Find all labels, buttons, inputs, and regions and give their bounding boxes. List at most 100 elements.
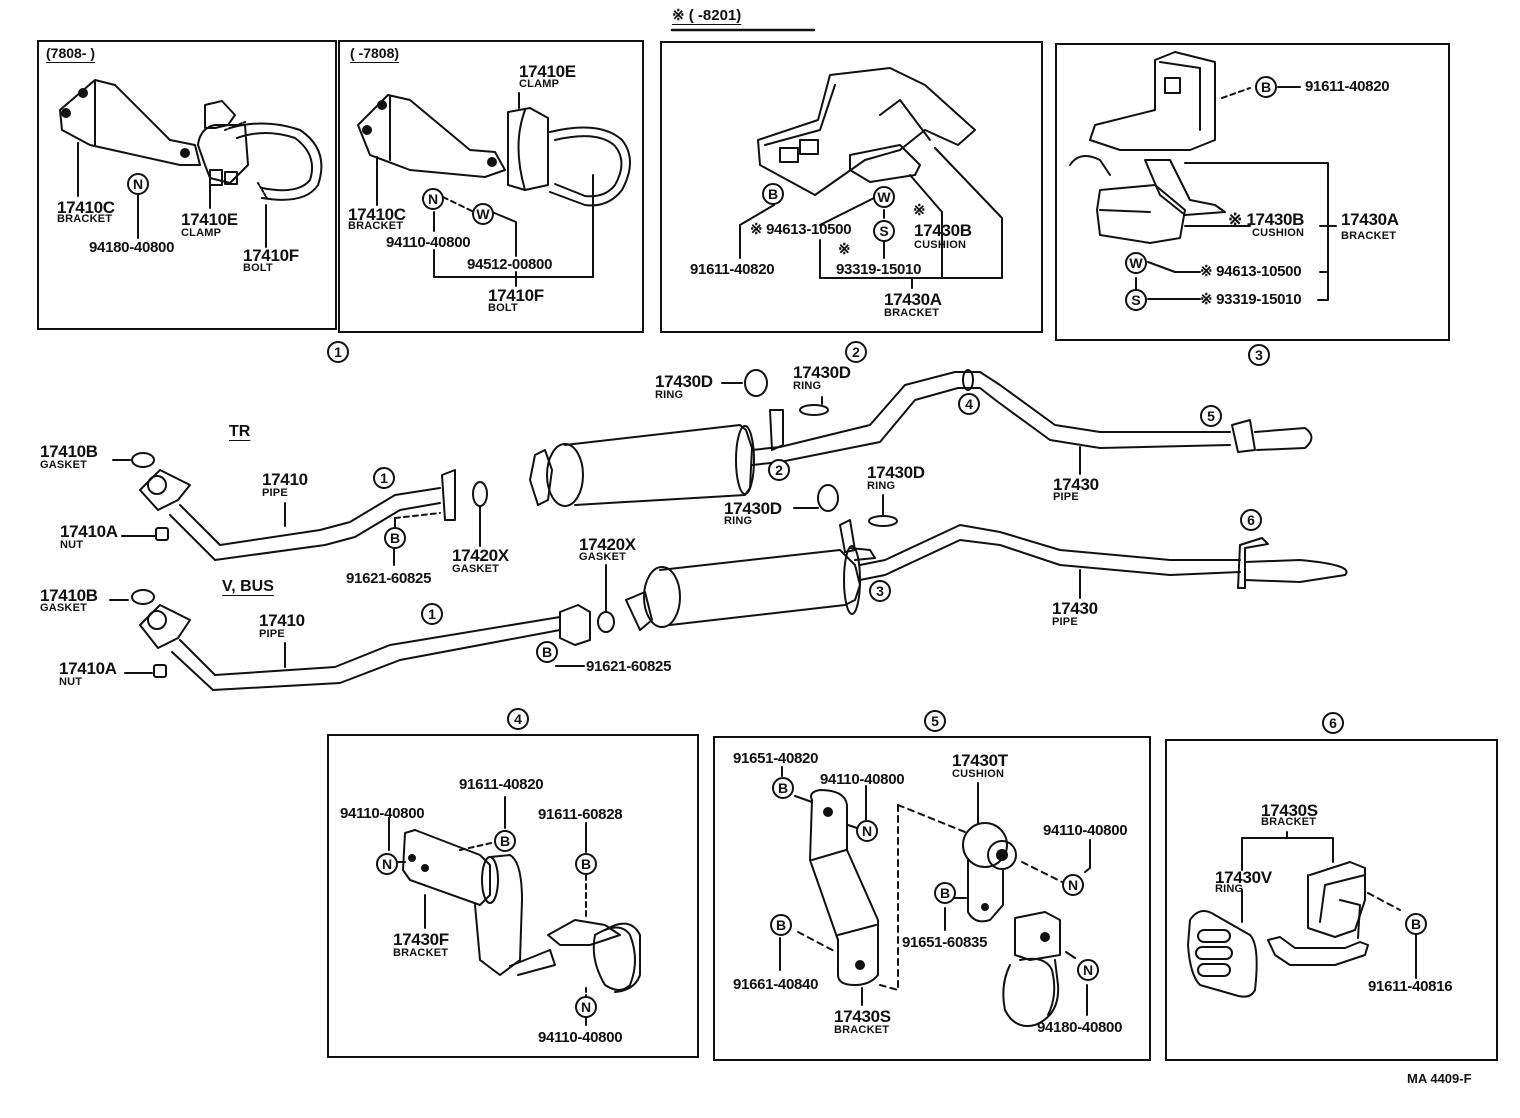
leader (1184, 162, 1329, 301)
detail-6-panel (1165, 739, 1498, 1061)
tr-pipe-name: PIPE (262, 487, 288, 499)
washer-part-number: ※ 94613-10500 (750, 221, 852, 238)
tr-bolt-part-number: 91621-60825 (346, 570, 432, 587)
bolt-symbol: B (494, 830, 516, 852)
bracket-name: BRACKET (348, 220, 404, 232)
tr-gasket2-name: GASKET (452, 563, 500, 575)
bolt-part-number: 91611-40816 (1368, 978, 1453, 995)
nut-symbol: N (127, 173, 149, 195)
nut-symbol: N (422, 188, 444, 210)
tr-ring1-part-number: 17430D (655, 372, 713, 391)
vbus-gasket2-part-number: 17420X (579, 535, 636, 554)
detail-1a-ubolt-drawing (224, 121, 323, 201)
spring-washer-symbol: S (1125, 289, 1147, 311)
tr-pipe-part-number: 17410 (262, 470, 308, 489)
clamp-name: CLAMP (519, 78, 560, 90)
nut-symbol: N (856, 820, 878, 842)
spring-washer-symbol: S (873, 220, 895, 242)
bracket-part-number: 17430F (393, 930, 449, 949)
ref-marker-2: 2 (768, 459, 790, 481)
leader (794, 795, 813, 803)
bolt-symbol: B (770, 914, 792, 936)
ref-marker-1: 1 (327, 341, 349, 363)
ref-marker-1: 1 (373, 467, 395, 489)
washer-part-number: ※ 94613-10500 (1200, 263, 1302, 280)
nut-symbol: N (376, 853, 398, 875)
bracket-part-number: 17410C (348, 205, 406, 224)
detail-4-panel (327, 734, 699, 1058)
detail-6-bracket-drawing (1267, 861, 1369, 966)
vbus-nut-part-number: 17410A (59, 659, 117, 678)
vbus-pipe-name: PIPE (259, 628, 285, 640)
vbus-bolt-part-number: 91621-60825 (586, 658, 672, 675)
ref-marker-4: 4 (507, 708, 529, 730)
nut-part-number: 94110-40800 (386, 234, 471, 251)
spring-part-number: 93319-15010 (836, 261, 922, 278)
leader (491, 211, 517, 257)
vbus-ring1-part-number: 17430D (724, 499, 782, 518)
vbus-gasket2-name: GASKET (579, 551, 627, 563)
diagram-reference-code: MA 4409-F (1407, 1071, 1472, 1086)
ref-marker-4: 4 (958, 393, 980, 415)
ref-marker-6: 6 (1322, 712, 1344, 734)
detail-4-clamp-drawing (547, 919, 641, 993)
washer-symbol: W (1125, 252, 1147, 274)
vbus-pipe-part-number: 17410 (259, 611, 305, 630)
leader (879, 804, 899, 991)
bolt2-part-number: 91651-60835 (902, 934, 988, 951)
washer-part-number: 94512-00800 (467, 256, 553, 273)
bracket-name: BRACKET (834, 1024, 890, 1036)
ref-marker-1: 1 (421, 603, 443, 625)
tr-gasket-part-number: 17410B (40, 442, 98, 461)
leader (442, 196, 475, 213)
vbus-tailpipe-part-number: 17430 (1052, 599, 1098, 618)
ring-name: RING (1215, 883, 1244, 895)
detail-5-bracket-drawing (809, 789, 879, 986)
ref-marker-5: 5 (924, 710, 946, 732)
leader (909, 174, 943, 279)
detail-5-cushion-drawing (962, 822, 1017, 923)
bolt-part-number: 91611-40820 (1305, 78, 1390, 95)
detail-1b-bracket-drawing (357, 94, 506, 178)
tr-gasket-name: GASKET (40, 459, 88, 471)
ref-marker-2: 2 (845, 341, 867, 363)
leader (897, 804, 966, 833)
leader (819, 197, 875, 226)
detail-1b-clamp-drawing (507, 107, 549, 191)
bolt-symbol: B (384, 527, 406, 549)
bolt-name: BOLT (243, 262, 273, 274)
nut2-part-number: 94110-40800 (1043, 822, 1128, 839)
tr-muffler-drawing (529, 369, 1313, 507)
leader (459, 841, 497, 851)
vbus-gasket-part-number: 17410B (40, 586, 98, 605)
nut-symbol: N (1077, 959, 1099, 981)
bolt2-part-number: 91611-60828 (538, 806, 623, 823)
detail-1b-title: ( -7808) (350, 45, 400, 61)
bracket-part-number: 17430S (834, 1007, 891, 1026)
bracket-name: BRACKET (1261, 816, 1317, 828)
clamp-part-number: 17410E (519, 62, 576, 81)
ref-marker-6: 6 (1240, 509, 1262, 531)
vbus-front-pipe-drawing (131, 589, 615, 691)
detail-1b-ubolt-drawing (549, 126, 631, 207)
nut1-part-number: 94110-40800 (340, 805, 425, 822)
bolt-symbol: B (762, 183, 784, 205)
vbus-muffler-drawing (625, 484, 1348, 631)
leader (394, 512, 441, 519)
leader (819, 147, 1003, 279)
ref-marker-3: 3 (869, 580, 891, 602)
cushion-name: CUSHION (952, 768, 1005, 780)
leader (433, 174, 594, 278)
bracket-name: BRACKET (884, 307, 940, 319)
tr-ring2-name: RING (793, 380, 822, 392)
ref-marker-3: 3 (1248, 344, 1270, 366)
vbus-ring1-name: RING (724, 515, 753, 527)
bracket-part-number: 17410C (57, 198, 115, 217)
bolt1-part-number: 91611-40820 (459, 776, 544, 793)
tr-gasket2-part-number: 17420X (452, 546, 509, 565)
leader (1084, 839, 1091, 873)
nut3-part-number: 94180-40800 (1037, 1019, 1123, 1036)
ref-marker-5: 5 (1200, 405, 1222, 427)
